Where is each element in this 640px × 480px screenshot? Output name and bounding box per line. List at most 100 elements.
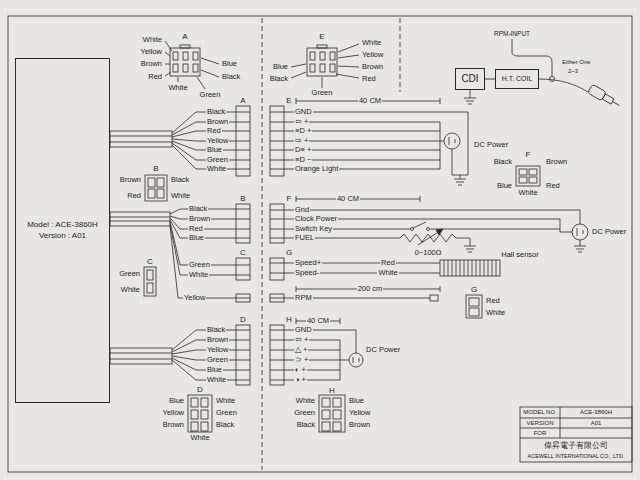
wire-label: Black bbox=[188, 205, 208, 213]
wire-label: Black bbox=[206, 326, 226, 334]
wire-label: Red bbox=[362, 75, 376, 83]
wire-label: Blue bbox=[222, 60, 237, 68]
connector-letter: H bbox=[329, 387, 335, 396]
sensor-label: Hall sensor bbox=[501, 251, 539, 259]
cdi-box: CDI bbox=[455, 68, 485, 90]
connector-letter: A bbox=[182, 33, 187, 42]
ignition-note: Either One bbox=[562, 59, 591, 66]
dimension-label: 40 CM bbox=[336, 195, 360, 203]
connector-letter: E bbox=[286, 97, 291, 106]
wire-label: ≡D + bbox=[294, 127, 312, 135]
wire-label: White bbox=[121, 286, 140, 294]
wire-label: Yellow bbox=[206, 137, 229, 145]
connector-letter: F bbox=[287, 195, 292, 204]
title-block-text: 偉昇電子有限公司 bbox=[544, 442, 608, 451]
wire-label: Black bbox=[216, 421, 234, 429]
wire-label: White bbox=[377, 269, 398, 277]
connector-letter: E bbox=[319, 33, 324, 42]
wire-label: Black bbox=[297, 421, 315, 429]
wire-label: Red bbox=[486, 297, 500, 305]
power-label: DC Power bbox=[366, 346, 400, 354]
wire-label: Green bbox=[200, 91, 221, 99]
wire-label: Brown bbox=[141, 60, 162, 68]
power-label: DC Power bbox=[474, 141, 508, 149]
wire-label: Yellow bbox=[141, 48, 162, 56]
wire-label: Green bbox=[119, 270, 140, 278]
connector-letter: G bbox=[286, 249, 292, 258]
wire-label: GND bbox=[294, 108, 313, 116]
title-block-text: MODEL NO. bbox=[523, 409, 556, 416]
wire-label: Black bbox=[494, 158, 512, 166]
wire-label: Yellow bbox=[362, 51, 383, 59]
wire-label: Blue bbox=[206, 366, 223, 374]
wire-label: Blue bbox=[188, 234, 205, 242]
connector-letter: G bbox=[471, 286, 477, 295]
wire-label: Green bbox=[216, 409, 237, 417]
wire-label: Green bbox=[188, 261, 211, 269]
connector-letter: C bbox=[240, 249, 246, 258]
wire-label: ≡D − bbox=[294, 156, 312, 164]
wire-label: Yellow bbox=[163, 409, 184, 417]
wire-label: Yellow bbox=[349, 409, 370, 417]
wire-label: Black bbox=[171, 176, 189, 184]
connector-letter: H bbox=[286, 316, 292, 325]
wire-label: White bbox=[206, 165, 227, 173]
dimension-label: 40 CM bbox=[306, 317, 330, 325]
wire-label: White bbox=[206, 376, 227, 384]
resistor-value: 0~100Ω bbox=[415, 249, 442, 257]
ignition-note: RPM-INPUT bbox=[494, 30, 530, 37]
wire-label: Red bbox=[380, 259, 396, 267]
wire-label: ⇦ + bbox=[294, 336, 309, 344]
box-text: Version : A01 bbox=[39, 231, 86, 242]
wire-label: GND bbox=[294, 326, 313, 334]
wire-label: Blue bbox=[169, 397, 184, 405]
wire-label: ◑ + bbox=[294, 376, 307, 384]
wire-label: Yellow bbox=[206, 346, 229, 354]
wire-label: Brown bbox=[206, 336, 229, 344]
connector-letter: D bbox=[197, 386, 203, 395]
wire-label: Brown bbox=[546, 158, 567, 166]
wire-label: D≡ + bbox=[294, 146, 312, 154]
wire-label: Gnd bbox=[294, 206, 310, 214]
wire-label: Green bbox=[206, 156, 229, 164]
wire-label: Green bbox=[312, 89, 333, 97]
wire-label: Black bbox=[222, 73, 240, 81]
wire-label: △ + bbox=[294, 346, 308, 354]
wire-label: ⊃ + bbox=[294, 356, 309, 364]
wire bbox=[485, 79, 495, 80]
wire-label: Brown bbox=[120, 176, 141, 184]
wire-label: ⇦ + bbox=[294, 118, 309, 126]
wire-label: White bbox=[171, 192, 190, 200]
wire-label: White bbox=[190, 434, 209, 442]
wire-label: Green bbox=[206, 356, 229, 364]
wire-label: Red bbox=[546, 182, 560, 190]
wire-label: Brown bbox=[349, 421, 370, 429]
wire-label: White bbox=[362, 39, 381, 47]
wire-label: Black bbox=[206, 108, 226, 116]
connector-letter: D bbox=[240, 316, 246, 325]
wire-label: Switch Key bbox=[294, 225, 333, 233]
wire-label: White bbox=[168, 84, 187, 92]
wire-label: Yellow bbox=[183, 294, 206, 302]
title-block-text: ACEWELL INTERNATIONAL CO., LTD. bbox=[528, 453, 625, 459]
wire-label: Brown bbox=[362, 63, 383, 71]
wire-label: RPM bbox=[294, 294, 313, 302]
wire-label: Blue bbox=[349, 397, 364, 405]
wire-label: Red bbox=[188, 225, 204, 233]
box-text: H.T. COIL bbox=[502, 74, 533, 83]
wire-label: Brown bbox=[163, 421, 184, 429]
wire-label: White bbox=[216, 397, 235, 405]
wire-label: Blue bbox=[273, 63, 288, 71]
wire-label: Blue bbox=[497, 182, 512, 190]
wire-label: Speed- bbox=[294, 269, 320, 277]
connector-letter: B bbox=[153, 165, 158, 174]
wire-label: Blue bbox=[206, 146, 223, 154]
wire-label: Speed+ bbox=[294, 259, 322, 267]
ignition-note: 2~3 bbox=[568, 68, 578, 75]
ignition-coil-box: H.T. COIL bbox=[495, 69, 539, 89]
wire-label: Red bbox=[148, 73, 162, 81]
wire-label: White bbox=[486, 309, 505, 317]
wire-label: Black bbox=[270, 75, 288, 83]
wire-label: Orange Light bbox=[294, 165, 339, 173]
connector-letter: A bbox=[240, 97, 245, 106]
